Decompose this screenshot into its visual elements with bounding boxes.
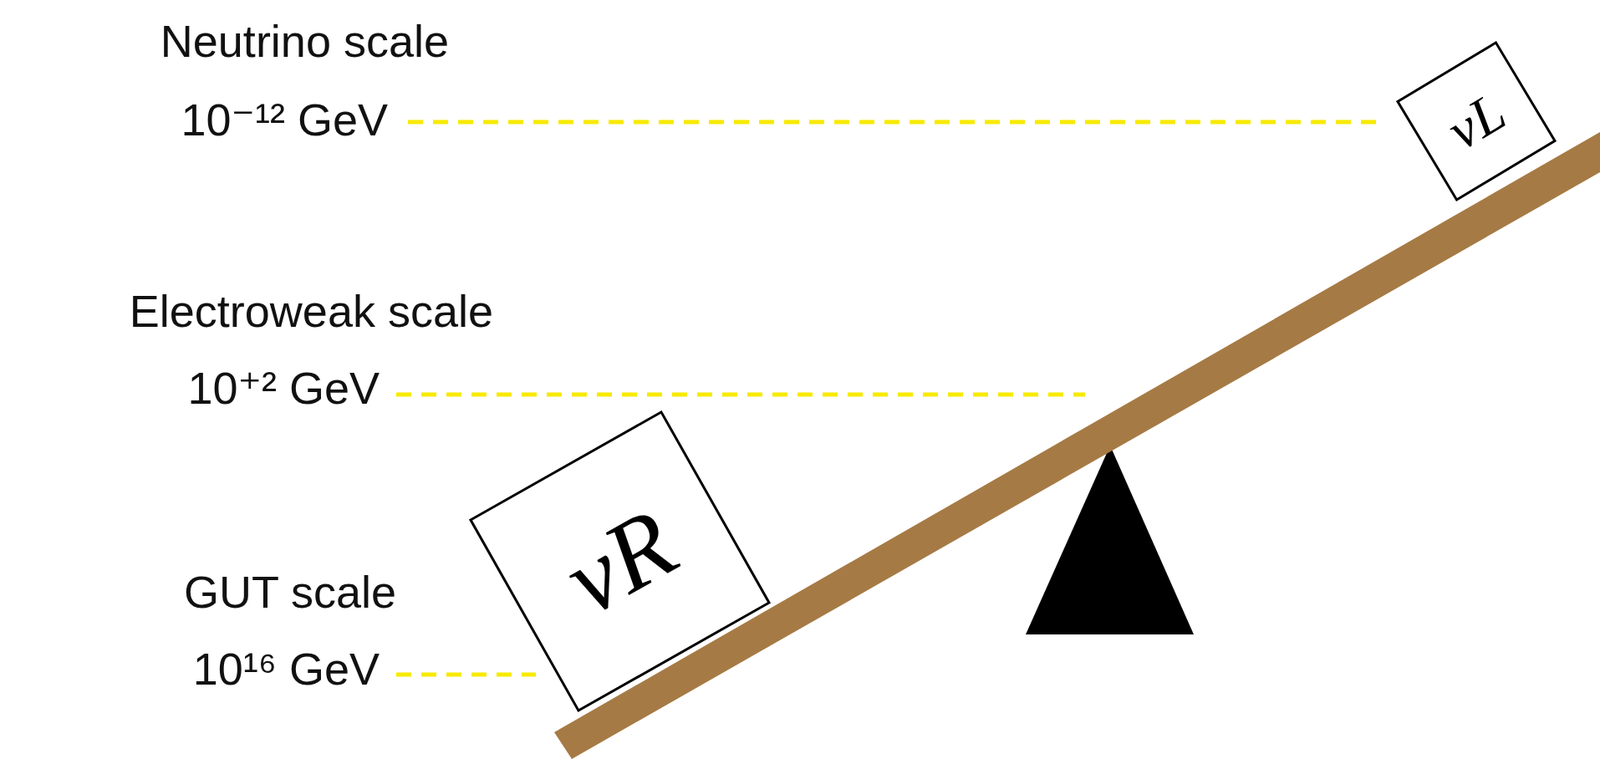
scale-name: Neutrino scale	[160, 18, 449, 64]
scale-name: GUT scale	[183, 569, 397, 615]
scale-value: 10¹⁶ GeV	[193, 646, 380, 692]
seesaw-plank	[554, 132, 1600, 759]
scale-guide-line	[407, 120, 1378, 125]
scale-name: Electroweak scale	[129, 288, 494, 334]
scale-guide-line	[396, 672, 536, 678]
scale-value: 10⁺² GeV	[187, 365, 380, 411]
neutrino-symbol: νR	[549, 491, 691, 632]
scale-value: 10⁻¹² GeV	[180, 96, 388, 143]
neutrino-symbol: νL	[1438, 83, 1515, 160]
scale-guide-line	[396, 392, 1086, 398]
